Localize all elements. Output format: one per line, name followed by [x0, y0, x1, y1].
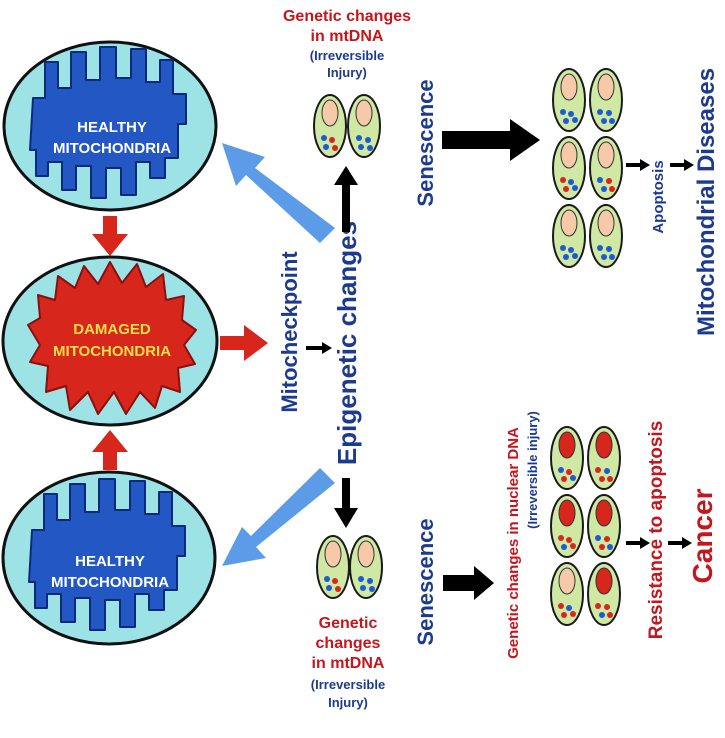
healthy-label-top-line2: MITOCHONDRIA: [53, 140, 171, 157]
blue-arrow-bottom: [222, 468, 335, 566]
arrow-to-apoptosis: [626, 159, 650, 171]
top-cells: [313, 94, 381, 158]
black-arrow-down: [334, 478, 358, 528]
top-cell-grid: [552, 68, 623, 268]
damaged-mitochondria: DAMAGED MITOCHONDRIA: [1, 255, 219, 427]
resistance-apoptosis-label: Resistance to apoptosis: [646, 421, 667, 640]
red-arrow-right: [220, 325, 268, 361]
black-arrow-up: [334, 166, 358, 232]
damaged-label-line2: MITOCHONDRIA: [53, 343, 171, 360]
bottom-cell-grid: [550, 426, 621, 626]
cancer-label: Cancer: [687, 488, 718, 583]
bottom-genetic-sub-2: Injury): [328, 695, 368, 710]
healthy-label-top-line1: HEALTHY: [77, 119, 147, 136]
bottom-genetic-title-3: in mtDNA: [312, 655, 385, 672]
healthy-mitochondria-top: HEALTHY MITOCHONDRIA: [2, 40, 218, 212]
arrow-to-cancer: [668, 537, 692, 549]
black-arrow-senescence-bottom: [443, 566, 494, 600]
healthy-mitochondria-bottom: HEALTHY MITOCHONDRIA: [1, 470, 217, 646]
arrow-to-mito-diseases: [670, 159, 694, 171]
black-arrow-senescence-top: [442, 119, 540, 161]
top-genetic-title-2: in mtDNA: [311, 28, 384, 45]
top-genetic-sub-1: (Irreversible: [310, 48, 384, 63]
top-genetic-title-1: Genetic changes: [283, 8, 411, 25]
healthy-label-bottom-line1: HEALTHY: [75, 553, 145, 570]
epigenetic-label: Epigenetic changes: [332, 221, 362, 465]
arrow-to-resistance: [626, 537, 650, 549]
red-arrow-down: [92, 216, 128, 256]
healthy-label-bottom-line2: MITOCHONDRIA: [51, 574, 169, 591]
damaged-label-line1: DAMAGED: [73, 321, 151, 338]
red-arrow-up: [92, 430, 128, 470]
nuclear-dna-sub: (Irreversible injury): [525, 411, 540, 529]
bottom-genetic-title-2: changes: [316, 635, 381, 652]
small-arrow-center: [306, 342, 332, 354]
bottom-genetic-sub-1: (Irreversible: [311, 677, 385, 692]
mitocheckpoint-label: Mitocheckpoint: [277, 251, 302, 413]
blue-arrow-top: [222, 143, 335, 243]
apoptosis-label: Apoptosis: [650, 160, 667, 233]
bottom-genetic-title-1: Genetic: [319, 615, 378, 632]
top-genetic-sub-2: Injury): [327, 65, 367, 80]
mitochondrial-diseases-label: Mitochondrial Diseases: [693, 68, 720, 336]
bottom-senescence-label: Senescence: [413, 518, 438, 645]
top-senescence-label: Senescence: [413, 79, 438, 206]
bottom-cells: [316, 535, 383, 599]
nuclear-dna-title: Genetic changes in nuclear DNA: [505, 427, 522, 659]
